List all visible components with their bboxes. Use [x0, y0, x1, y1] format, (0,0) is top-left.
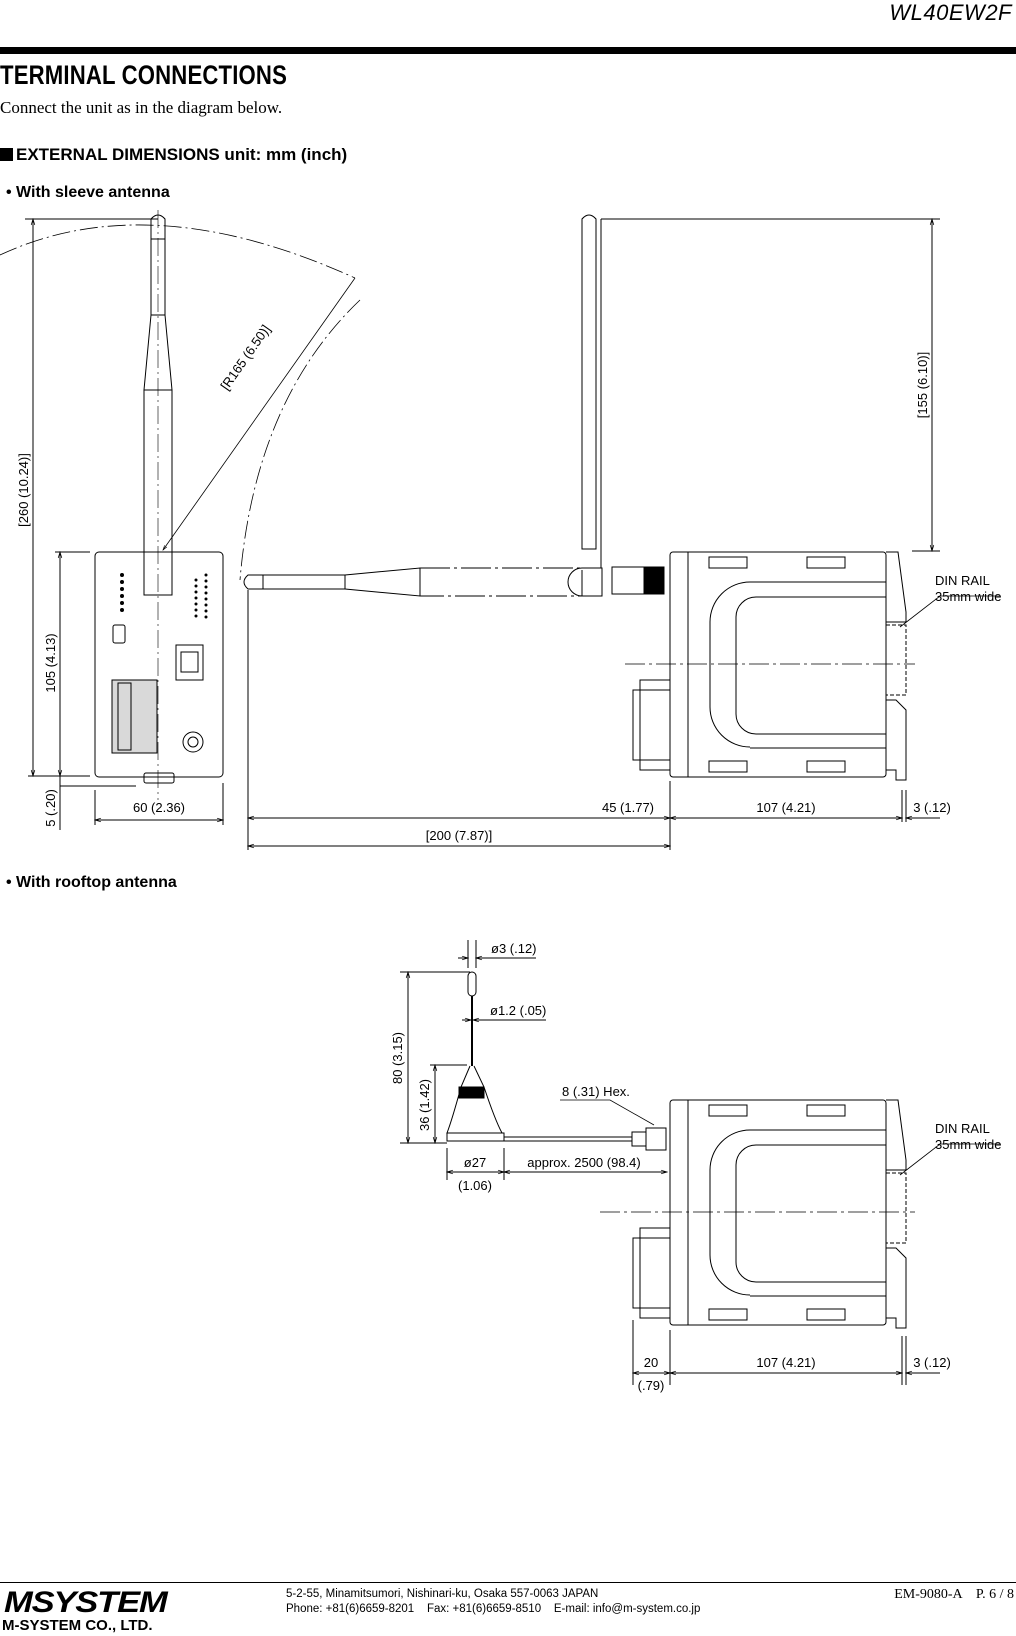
dim-base-dia-in: (1.06) — [458, 1178, 492, 1193]
dim-rooftop-height: 80 (3.15) — [390, 1032, 405, 1084]
company-address-block: 5-2-55, Minamitsumori, Nishinari-ku, Osa… — [286, 1587, 700, 1617]
section-heading: EXTERNAL DIMENSIONS unit: mm (inch) — [0, 145, 347, 165]
dim-antenna-connector: 45 (1.77) — [602, 800, 654, 815]
company-address: 5-2-55, Minamitsumori, Nishinari-ku, Osa… — [286, 1588, 599, 1600]
dim-rail-depth-2: 3 (.12) — [913, 1355, 951, 1370]
dim-body-depth-2: 107 (4.21) — [756, 1355, 815, 1370]
dim-base-dia-mm: ø27 — [464, 1155, 486, 1170]
dim-antenna-height: [155 (6.10)] — [915, 352, 930, 419]
din-rail-width-2: 35mm wide — [935, 1137, 1001, 1152]
dim-bottom-offset: 5 (.20) — [43, 789, 58, 827]
square-bullet-icon — [0, 148, 13, 161]
dim-rail-depth: 3 (.12) — [913, 800, 951, 815]
dim-hex: 8 (.31) Hex. — [562, 1084, 630, 1099]
sleeve-antenna-side-view — [243, 214, 915, 781]
company-name: M-SYSTEM CO., LTD. — [2, 1617, 153, 1634]
dimension-drawings: [260 (10.24)] [R165 (6.50)] 105 (4.13) 5… — [0, 210, 1001, 1393]
rooftop-caption: • With rooftop antenna — [6, 874, 177, 891]
dim-total-height: [260 (10.24)] — [16, 453, 31, 527]
header-rule — [0, 47, 1016, 54]
page-title: TERMINAL CONNECTIONS — [0, 60, 288, 90]
dim-connector-depth-mm: 20 — [644, 1355, 658, 1370]
footer-rule — [0, 1582, 1016, 1583]
dim-base-height: 36 (1.42) — [417, 1079, 432, 1131]
dim-antenna-reach: [200 (7.87)] — [426, 828, 493, 843]
dim-cable-length: approx. 2500 (98.4) — [527, 1155, 640, 1170]
intro-text: Connect the unit as in the diagram below… — [0, 98, 283, 117]
dim-body-depth: 107 (4.21) — [756, 800, 815, 815]
dim-connector-depth-in: (.79) — [638, 1378, 665, 1393]
dim-tip-dia: ø3 (.12) — [491, 941, 537, 956]
dim-radius: [R165 (6.50)] — [217, 322, 273, 393]
rooftop-antenna-view — [446, 971, 915, 1329]
model-number: WL40EW2F — [889, 0, 1012, 25]
din-rail-label: DIN RAIL — [935, 573, 990, 588]
section-title: EXTERNAL DIMENSIONS unit: mm (inch) — [16, 145, 348, 164]
dim-body-height: 105 (4.13) — [43, 633, 58, 692]
document-number: EM-9080-A P. 6 / 8 — [894, 1587, 1014, 1602]
din-rail-width: 35mm wide — [935, 589, 1001, 604]
sleeve-antenna-front-view — [0, 210, 361, 800]
sleeve-caption: • With sleeve antenna — [6, 184, 170, 201]
din-rail-label-2: DIN RAIL — [935, 1121, 990, 1136]
company-contact: Phone: +81(6)6659-8201 Fax: +81(6)6659-8… — [286, 1603, 701, 1615]
dim-whip-dia: ø1.2 (.05) — [490, 1003, 546, 1018]
company-logo: MSYSTEM — [4, 1586, 168, 1619]
dim-front-width: 60 (2.36) — [133, 800, 185, 815]
